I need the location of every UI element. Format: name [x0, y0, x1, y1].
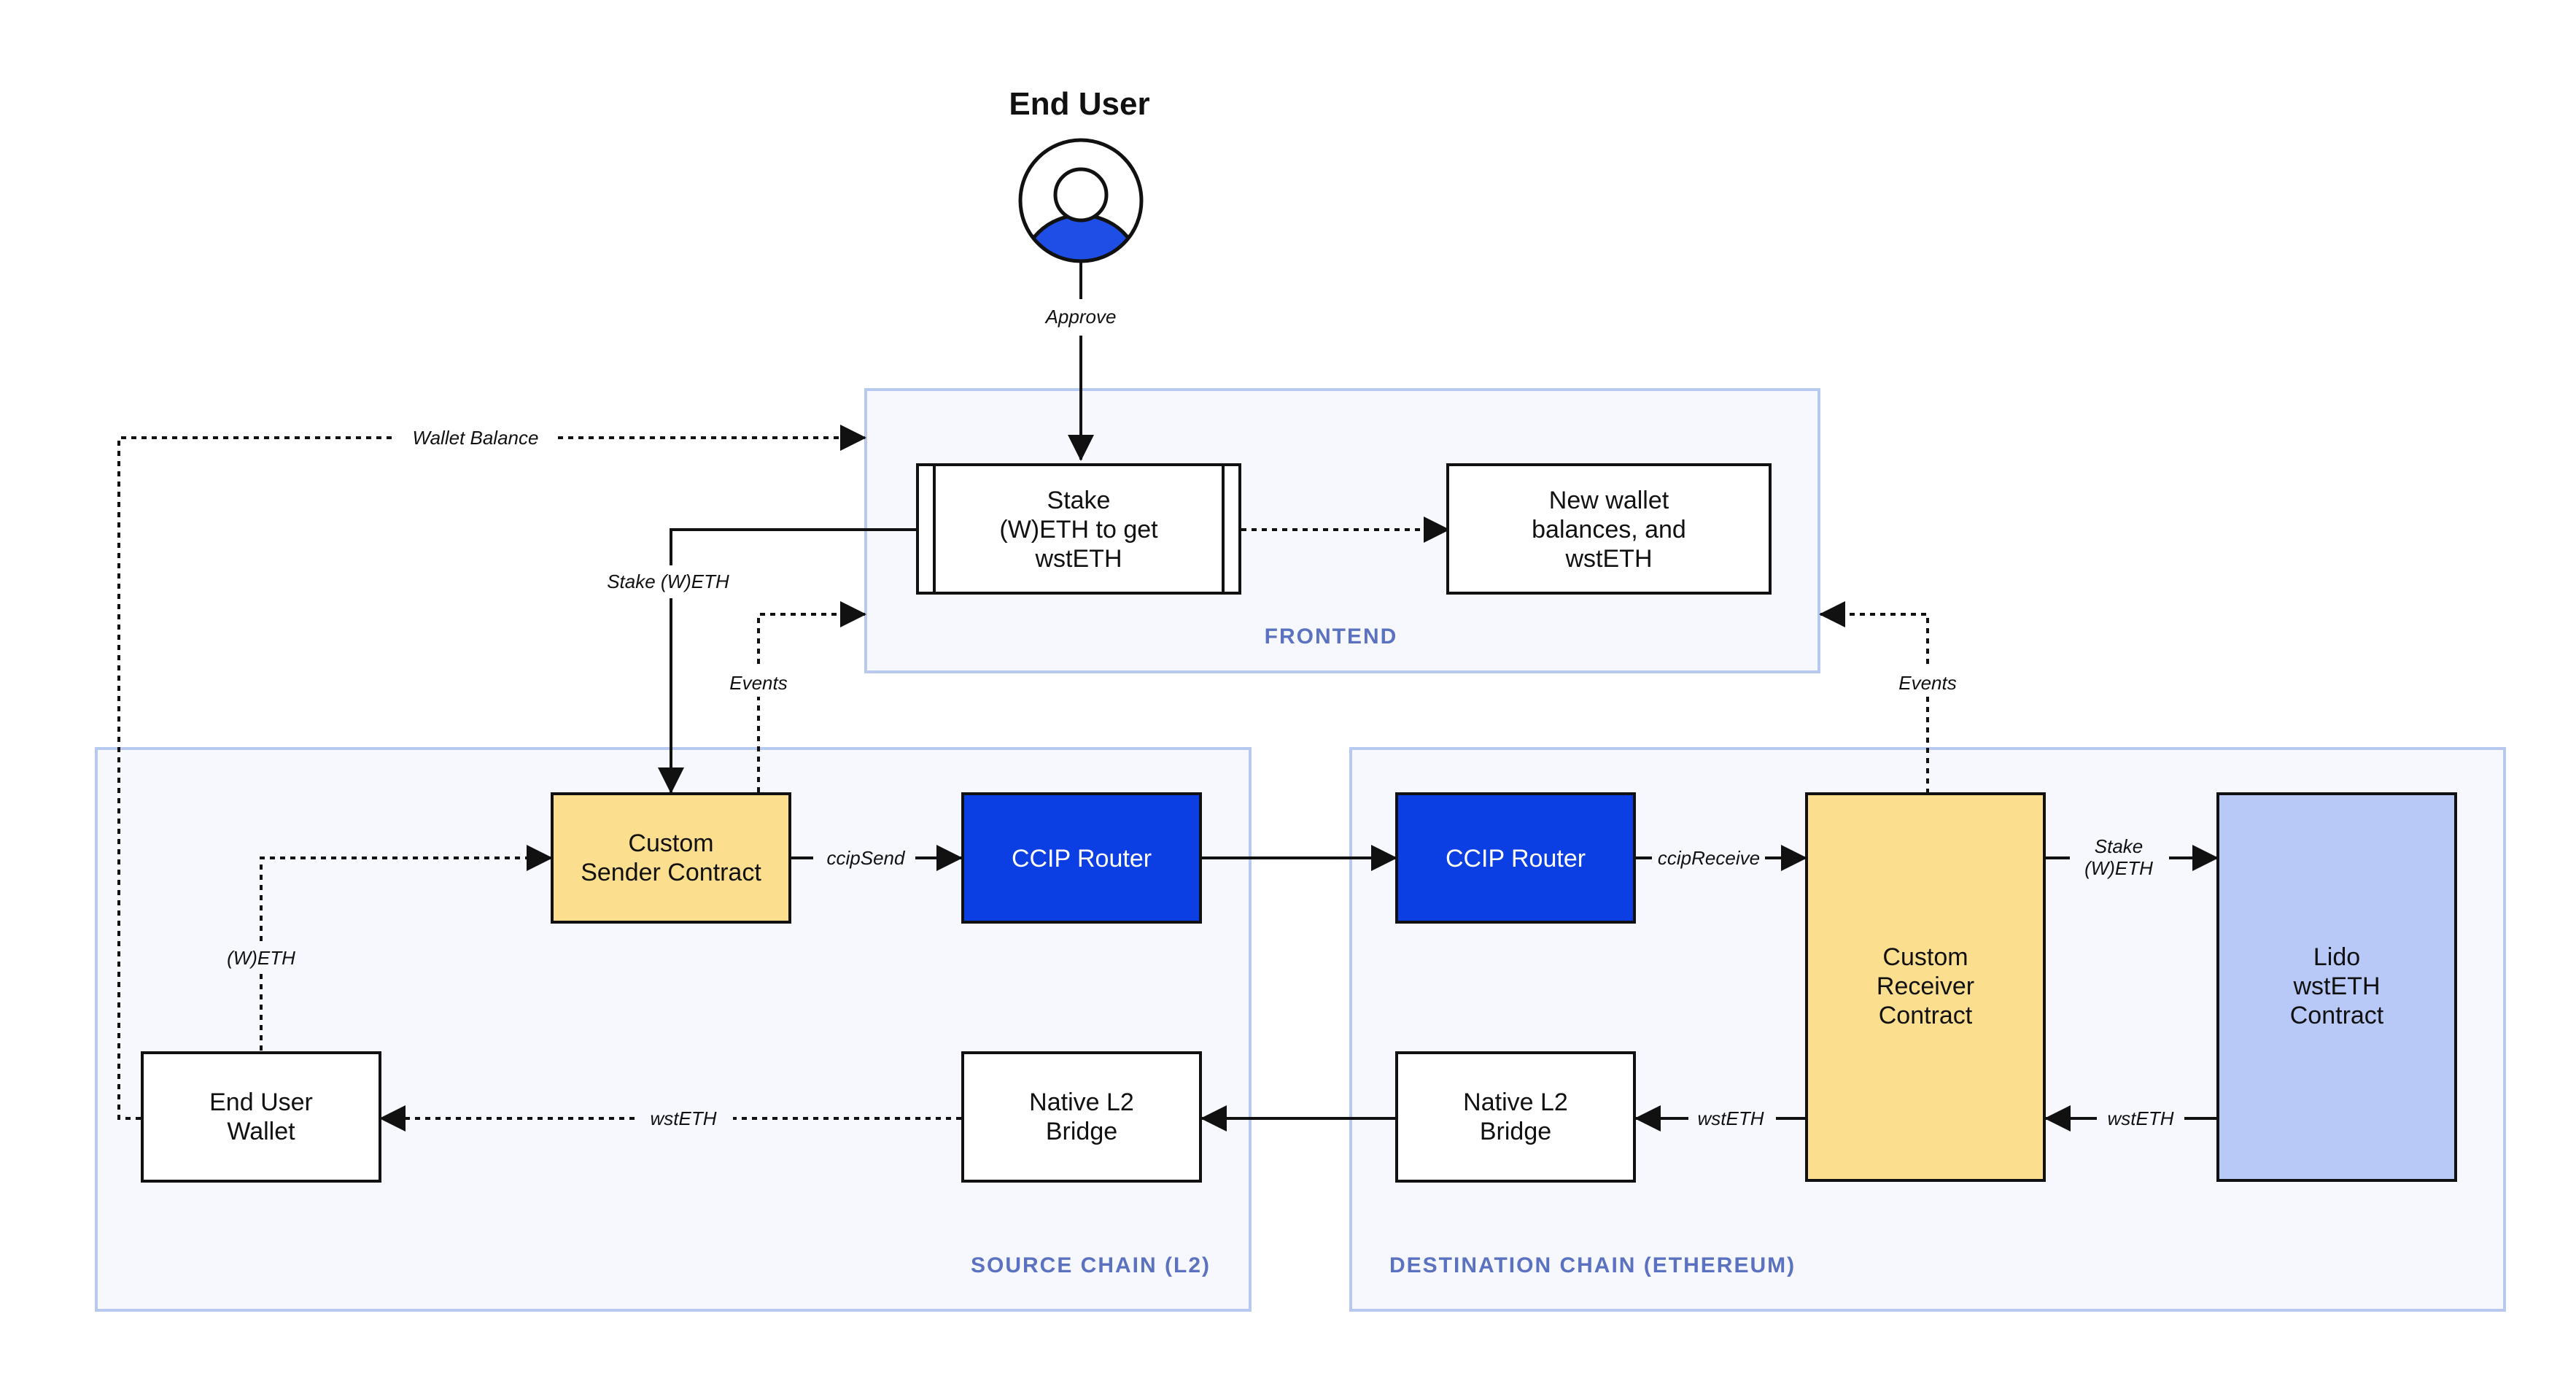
- edge-label-stake-weth: Stake (W)ETH: [607, 571, 729, 592]
- edge-label-approve: Approve: [1044, 306, 1117, 328]
- region-label-destination: DESTINATION CHAIN (ETHEREUM): [1389, 1253, 1796, 1277]
- node-bridge-source-line-2: Bridge: [1046, 1118, 1117, 1145]
- edge-label-ccip-receive: ccipReceive: [1658, 847, 1760, 869]
- edge-labels: Approve Wallet Balance Stake (W)ETH Even…: [227, 306, 2174, 1129]
- node-stake-line-3: wstETH: [1035, 545, 1122, 573]
- node-receiver-line-1: Custom: [1882, 943, 1968, 971]
- node-new-balances-line-2: balances, and: [1532, 516, 1686, 544]
- node-lido-line-3: Contract: [2290, 1002, 2384, 1029]
- node-ccip-router-source-label: CCIP Router: [1012, 845, 1152, 873]
- edge-label-wsteth-lido: wstETH: [2108, 1107, 2174, 1129]
- edge-label-ccip-send: ccipSend: [827, 847, 906, 869]
- node-wallet-line-2: Wallet: [227, 1118, 295, 1145]
- end-user-title: End User: [1009, 86, 1149, 122]
- node-receiver-line-2: Receiver: [1877, 972, 1974, 1000]
- node-custom-receiver[interactable]: Custom Receiver Contract: [1805, 792, 2046, 1182]
- node-lido-line-1: Lido: [2313, 943, 2360, 971]
- edge-label-wsteth-src: wstETH: [651, 1107, 717, 1129]
- node-sender-line-1: Custom: [628, 829, 713, 857]
- edge-label-events-src: Events: [729, 672, 788, 694]
- node-lido-line-2: wstETH: [2293, 972, 2381, 1000]
- edge-wallet-balance-left: [117, 436, 394, 1120]
- edges: [117, 261, 2219, 1132]
- edge-label-weth: (W)ETH: [227, 947, 295, 969]
- edge-label-events-dst: Events: [1898, 672, 1957, 694]
- node-stake-line-1: Stake: [1047, 487, 1111, 514]
- node-bridge-source[interactable]: Native L2 Bridge: [961, 1051, 1202, 1183]
- edge-label-stake-lido-2: (W)ETH: [2084, 857, 2153, 879]
- edge-stake-weth-top: [670, 528, 919, 565]
- node-lido[interactable]: Lido wstETH Contract: [2216, 792, 2457, 1182]
- node-bridge-destination-line-1: Native L2: [1463, 1088, 1568, 1116]
- node-sender-line-2: Sender Contract: [581, 859, 761, 886]
- node-new-balances-line-3: wstETH: [1565, 545, 1653, 573]
- node-new-balances[interactable]: New wallet balances, and wstETH: [1446, 463, 1772, 595]
- node-ccip-router-destination-label: CCIP Router: [1446, 845, 1586, 873]
- node-stake[interactable]: Stake (W)ETH to get wstETH: [916, 463, 1241, 595]
- node-bridge-destination-line-2: Bridge: [1480, 1118, 1551, 1145]
- region-label-source: SOURCE CHAIN (L2): [971, 1253, 1211, 1277]
- edge-weth-upper: [260, 845, 553, 941]
- node-end-user-wallet[interactable]: End User Wallet: [141, 1051, 381, 1183]
- node-receiver-line-3: Contract: [1879, 1002, 1973, 1029]
- node-ccip-router-destination[interactable]: CCIP Router: [1395, 792, 1636, 924]
- node-ccip-router-source[interactable]: CCIP Router: [961, 792, 1202, 924]
- node-custom-sender[interactable]: Custom Sender Contract: [551, 792, 791, 924]
- region-label-frontend: FRONTEND: [1265, 624, 1398, 649]
- node-bridge-destination[interactable]: Native L2 Bridge: [1395, 1051, 1636, 1183]
- node-wallet-line-1: End User: [209, 1088, 313, 1116]
- node-new-balances-line-1: New wallet: [1549, 487, 1669, 514]
- end-user: End User: [1009, 86, 1150, 263]
- edge-label-stake-lido-1: Stake: [2095, 835, 2144, 857]
- edge-label-wallet-balance: Wallet Balance: [413, 427, 539, 449]
- edge-events-src-upper: [757, 601, 866, 664]
- node-bridge-source-line-1: Native L2: [1029, 1088, 1134, 1116]
- node-stake-line-2: (W)ETH to get: [999, 516, 1158, 544]
- edge-label-wsteth-dst: wstETH: [1698, 1107, 1764, 1129]
- user-avatar-icon: [1018, 138, 1144, 263]
- edge-events-dst-upper: [1819, 601, 1929, 664]
